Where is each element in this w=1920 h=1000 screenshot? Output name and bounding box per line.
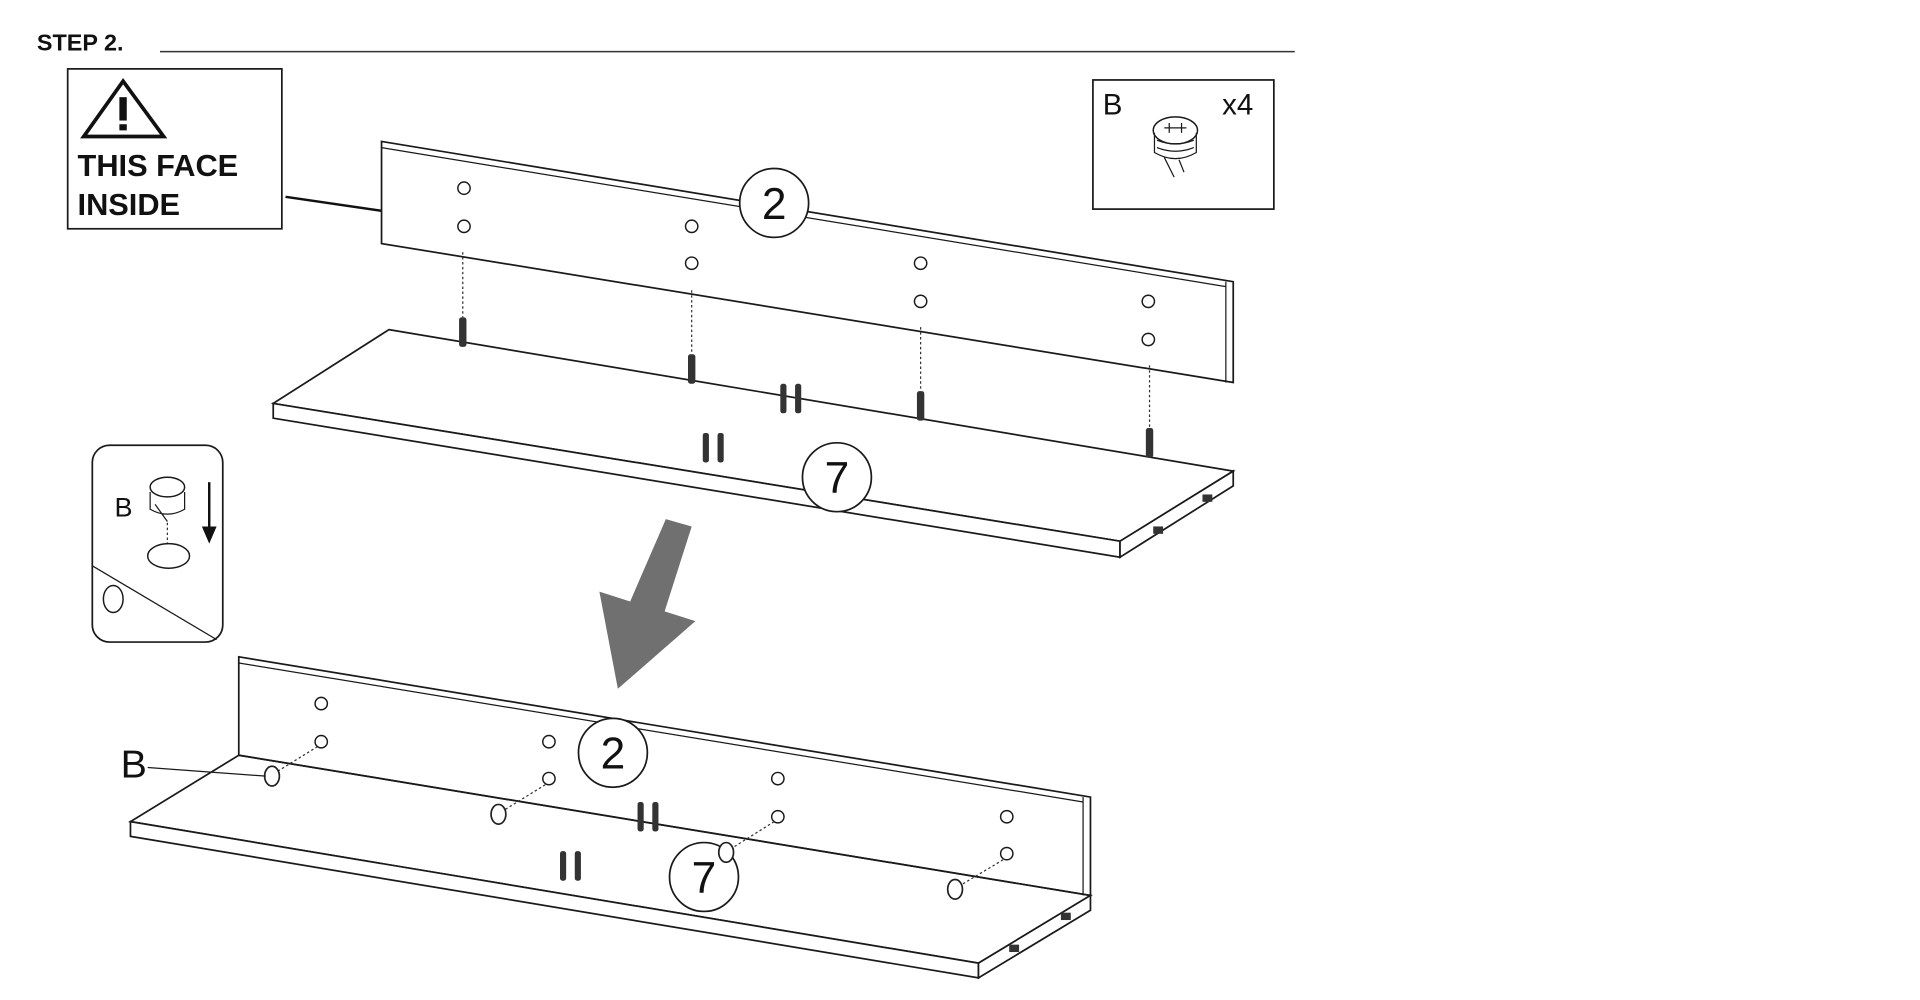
down-arrow-icon — [201, 482, 217, 544]
cam-lock-icon — [1152, 116, 1199, 178]
guide-lines-bottom — [275, 746, 1004, 887]
cam-lock-label: B — [121, 742, 147, 786]
parts-part-label: B — [1103, 88, 1123, 121]
detail-part-label: B — [114, 493, 132, 523]
parts-quantity: x4 — [1222, 88, 1253, 121]
panel-bottom-number: 2 — [601, 730, 626, 779]
dowels-bottom — [560, 801, 1071, 953]
step-title: STEP 2. — [37, 29, 124, 55]
shelf-bottom-number: 7 — [692, 854, 717, 903]
warning-line2: INSIDE — [78, 187, 181, 222]
detail-box: B — [91, 444, 224, 643]
cam-lock-icon — [149, 476, 186, 522]
guide-lines-top — [462, 252, 1151, 429]
warning-triangle-icon — [80, 78, 168, 139]
parts-box: B x4 — [1092, 79, 1275, 210]
panel-2-bottom: 2 — [237, 655, 1092, 897]
cam-lock-leader-line — [147, 766, 266, 777]
shelf-7-bottom: 7 — [128, 754, 1093, 980]
cam-locks-bottom — [263, 765, 964, 900]
transition-arrow-icon — [599, 519, 696, 689]
panel-top-number: 2 — [762, 180, 787, 229]
dowels-top — [459, 317, 1213, 534]
warning-box: THIS FACE INSIDE — [66, 68, 283, 230]
shelf-top-number: 7 — [825, 454, 850, 503]
warning-line1: THIS FACE — [78, 148, 239, 183]
panel-2-top: 2 — [380, 140, 1235, 384]
shelf-7-top: 7 — [270, 328, 1236, 559]
